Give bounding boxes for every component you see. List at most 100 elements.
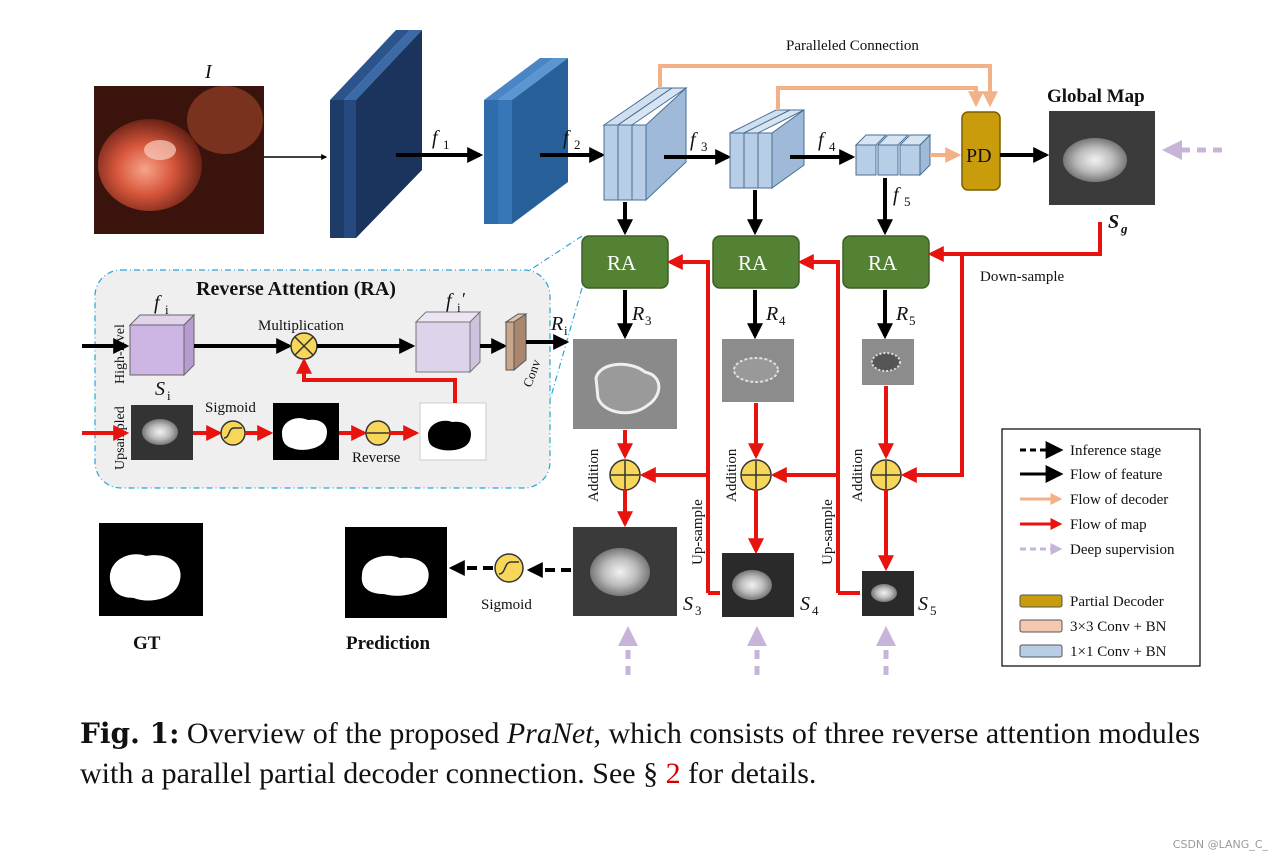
s4-label: S	[800, 593, 810, 615]
caption-name: PraNet	[506, 717, 594, 750]
r5-map	[862, 339, 914, 385]
multiplication-label: Multiplication	[258, 318, 344, 334]
legend-map: Flow of map	[1070, 517, 1147, 533]
sigmoid-mask	[273, 403, 339, 460]
high-level-label: High-level	[113, 324, 128, 384]
global-to-ra5	[927, 222, 1102, 262]
figure-caption: Fig. 1: Overview of the proposed PraNet,…	[80, 714, 1240, 794]
encoder-block-5	[854, 133, 932, 177]
fi-prime-mark: ′	[462, 289, 466, 309]
legend-conv1-swatch	[1019, 644, 1063, 658]
caption-part1: Overview of the proposed	[179, 717, 507, 750]
legend-conv3: 3×3 Conv + BN	[1070, 619, 1167, 635]
legend-pd: Partial Decoder	[1070, 594, 1164, 610]
conv-block	[504, 313, 528, 372]
pd-label: PD	[966, 145, 992, 167]
pd-box	[961, 111, 1001, 191]
f2-sub: 2	[574, 137, 581, 152]
ra-box-3: RA	[581, 235, 669, 289]
global-to-add5	[900, 254, 964, 483]
reverse-mask	[419, 402, 487, 461]
si-label: S	[155, 378, 165, 400]
input-image	[94, 86, 264, 234]
ra-box-5: RA	[842, 235, 930, 289]
sigmoid-output-label: Sigmoid	[481, 597, 532, 613]
sigmoid-op-output	[494, 553, 524, 583]
r3-sub: 3	[645, 313, 652, 328]
s5-label: S	[918, 593, 928, 615]
encoder-block-4	[729, 109, 805, 189]
f4-label: f	[818, 129, 826, 151]
addition-op-3	[609, 459, 641, 491]
reverse-op	[365, 420, 391, 446]
paralleled-connection-label: Paralleled Connection	[786, 38, 919, 54]
ra-zoom-line-top	[529, 235, 583, 271]
legend-supervision: Deep supervision	[1070, 542, 1175, 558]
s3-map	[573, 527, 677, 616]
legend-conv3-swatch	[1019, 619, 1063, 633]
r5-sub: 5	[909, 313, 916, 328]
encoder-block-2	[484, 58, 568, 224]
input-label: I	[204, 61, 213, 83]
encoder-block-1	[330, 30, 422, 238]
up-sample-label-5: Up-sample	[820, 499, 836, 565]
legend-conv1: 1×1 Conv + BN	[1070, 644, 1167, 660]
r3-label: R	[631, 303, 644, 325]
addition-label-4: Addition	[724, 448, 740, 502]
ra-panel-title: Reverse Attention (RA)	[196, 278, 396, 300]
encoder-block-3	[602, 86, 688, 202]
legend-pd-swatch	[1019, 594, 1063, 608]
rmask-to-multiply	[296, 357, 457, 403]
r4-sub: 4	[779, 313, 786, 328]
legend-feature: Flow of feature	[1070, 467, 1163, 483]
legend-decoder: Flow of decoder	[1070, 492, 1168, 508]
f3-label: f	[690, 129, 698, 151]
s4-sub: 4	[812, 603, 819, 618]
si-map	[131, 405, 193, 460]
multiplication-op	[290, 332, 318, 360]
f1-label: f	[432, 127, 440, 149]
svg-text:RA: RA	[607, 251, 637, 275]
fi-prime-sub: i	[457, 300, 461, 315]
gt-image	[99, 523, 203, 616]
svg-text:RA: RA	[868, 251, 898, 275]
caption-part2: , which consists of three reverse attent…	[80, 717, 1201, 790]
r4-label: R	[765, 303, 778, 325]
fi-prime-cube	[414, 310, 482, 374]
s5-sub: 5	[930, 603, 937, 618]
caption-part3: for details.	[680, 757, 817, 790]
caption-lead: Fig. 1:	[80, 717, 180, 750]
f4-sub: 4	[829, 139, 836, 154]
reverse-label: Reverse	[352, 450, 401, 466]
f5-sub: 5	[904, 194, 911, 209]
ri-sub: i	[564, 323, 568, 338]
s5-to-ra4	[797, 254, 840, 593]
ra-box-4: RA	[712, 235, 800, 289]
prediction-image	[345, 527, 447, 618]
s4-map	[722, 553, 794, 617]
f5-label: f	[893, 184, 901, 206]
global-map-sub: g	[1120, 221, 1128, 236]
addition-label-5: Addition	[850, 448, 866, 502]
up-sample-label-4: Up-sample	[690, 499, 706, 565]
r4-map	[722, 339, 794, 402]
si-sub: i	[167, 388, 171, 403]
watermark: CSDN @LANG_C_	[1172, 838, 1268, 851]
fi-label: f	[154, 292, 162, 314]
down-sample-label: Down-sample	[980, 269, 1064, 285]
s4-to-ra3	[666, 254, 710, 593]
caption-section-ref[interactable]: 2	[665, 757, 681, 790]
addition-label-3: Addition	[586, 448, 602, 502]
addition-op-4	[740, 459, 772, 491]
svg-text:RA: RA	[738, 251, 768, 275]
global-map-image	[1049, 111, 1155, 205]
s5-map	[862, 571, 914, 616]
prediction-label: Prediction	[346, 633, 431, 654]
s3-label: S	[683, 593, 693, 615]
fi-sub: i	[165, 302, 169, 317]
r5-label: R	[895, 303, 908, 325]
sigmoid-op-ra	[220, 420, 246, 446]
s3-sub: 3	[695, 603, 702, 618]
gt-label: GT	[133, 633, 161, 654]
